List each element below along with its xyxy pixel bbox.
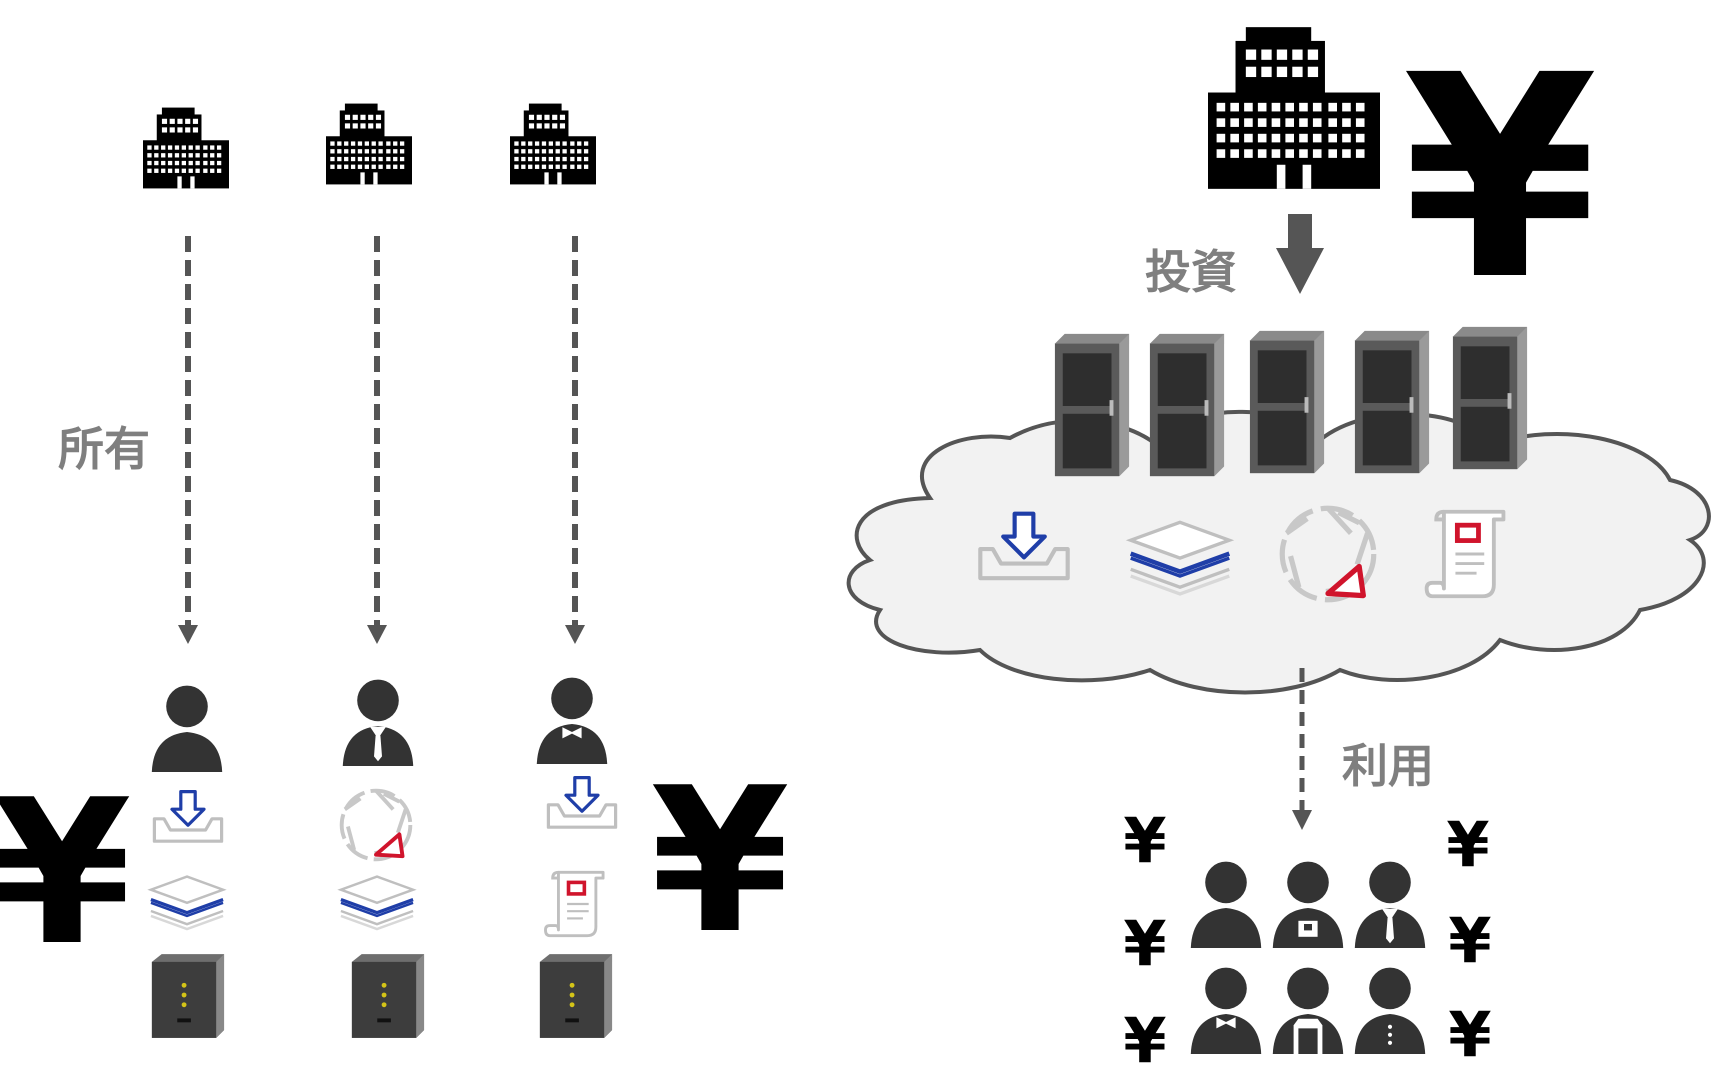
suit-buttons-icon — [1354, 967, 1426, 1054]
server-rack-icon — [1149, 333, 1225, 477]
layers-icon — [149, 874, 225, 931]
invest-arrow-head — [1276, 248, 1324, 294]
server-box-icon — [539, 954, 613, 1038]
yen-symbol-small: ¥ — [1123, 1004, 1166, 1071]
arrow-head — [367, 625, 387, 644]
server-rack-icon — [1452, 326, 1528, 470]
right-cloud-section: ¥ 投資 利用 ¥ ¥ ¥ ¥ — [846, 16, 1711, 1071]
chef-apron-icon — [1272, 967, 1344, 1054]
businessman-tie-icon — [342, 679, 414, 766]
server-box-icon — [151, 954, 225, 1038]
server-rack-icon — [1054, 333, 1130, 477]
document-scroll-icon — [545, 872, 603, 935]
person-icon — [151, 685, 223, 772]
waiter-bowtie-icon — [1190, 967, 1262, 1054]
arrow-head — [178, 625, 198, 644]
yen-symbol-small: ¥ — [1123, 804, 1166, 877]
label-use: 利用 — [1342, 739, 1434, 793]
yen-symbol-small: ¥ — [1448, 904, 1491, 977]
download-tray-icon — [546, 776, 618, 829]
server-rack-icon — [1249, 330, 1325, 474]
waiter-bowtie-icon — [536, 677, 608, 764]
office-building-icon — [326, 103, 412, 185]
arrow-head — [565, 625, 585, 644]
yen-symbol-small: ¥ — [1446, 808, 1489, 881]
layers-icon — [339, 874, 415, 931]
person-icon — [1190, 861, 1262, 948]
aperture-icon — [339, 788, 413, 862]
server-box-icon — [351, 954, 425, 1038]
office-building-icon — [143, 107, 229, 189]
download-tray-icon — [152, 790, 224, 843]
label-own: 所有 — [58, 422, 150, 476]
businessman-tie-icon — [1354, 861, 1426, 948]
yen-symbol: ¥ — [0, 757, 132, 990]
yen-symbol-small: ¥ — [1123, 907, 1166, 980]
staff-apron-icon — [1272, 861, 1344, 948]
large-office-building-icon — [1208, 27, 1380, 189]
yen-symbol: ¥ — [650, 745, 789, 978]
yen-symbol-small: ¥ — [1448, 998, 1491, 1071]
yen-symbol-large: ¥ — [1403, 16, 1598, 342]
left-ownership-section: 所有 ¥ ¥ — [0, 103, 790, 1038]
arrow-head — [1292, 810, 1312, 830]
label-invest: 投資 — [1145, 245, 1237, 299]
server-rack-icon — [1354, 330, 1430, 474]
office-building-icon — [510, 103, 596, 185]
invest-arrow-shaft — [1288, 214, 1312, 250]
